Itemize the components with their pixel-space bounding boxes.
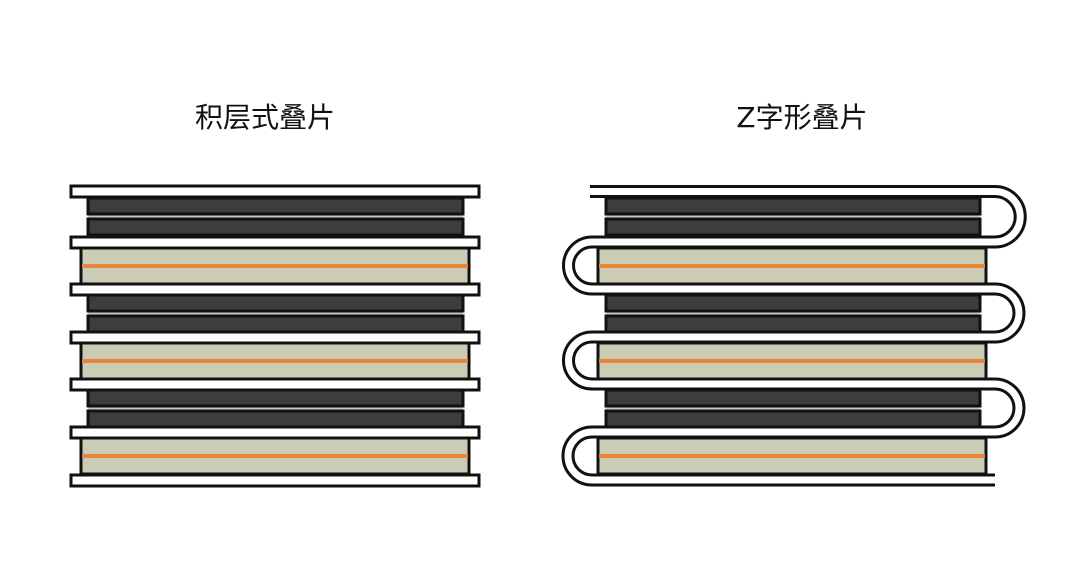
z-fold-stack-title: Z字形叠片 [736, 101, 868, 134]
separator-sheet [69, 282, 481, 297]
anode-layer [86, 388, 465, 408]
electrode-gap [88, 405, 463, 411]
current-collector [82, 454, 468, 458]
electrode-gap [606, 213, 980, 219]
current-collector [82, 359, 468, 363]
anode-layer [604, 314, 982, 334]
anode-layer [604, 196, 982, 216]
anode-layer [86, 293, 465, 313]
electrode-gap [88, 213, 463, 219]
anode-layer [604, 409, 982, 429]
anode-layer [604, 388, 982, 408]
current-collector [599, 454, 985, 458]
electrode-gap [606, 405, 980, 411]
separator-sheet [69, 184, 481, 199]
current-collector [599, 359, 985, 363]
separator-sheet [69, 473, 481, 488]
z-fold-stack [561, 185, 1027, 487]
anode-layer [86, 196, 465, 216]
z-fold-separator [564, 188, 1024, 484]
anode-layer [86, 217, 465, 237]
anode-layer [86, 314, 465, 334]
anode-layer [86, 409, 465, 429]
electrode-gap [88, 310, 463, 316]
lamination-stack [69, 184, 481, 488]
current-collector [82, 264, 468, 268]
current-collector [599, 264, 985, 268]
anode-layer [604, 293, 982, 313]
separator-sheet [69, 235, 481, 250]
electrode-gap [606, 310, 980, 316]
anode-layer [604, 217, 982, 237]
separator-sheet [69, 330, 481, 345]
lamination-stack-title: 积层式叠片 [194, 101, 335, 134]
separator-sheet [69, 377, 481, 392]
separator-sheet [69, 425, 481, 440]
